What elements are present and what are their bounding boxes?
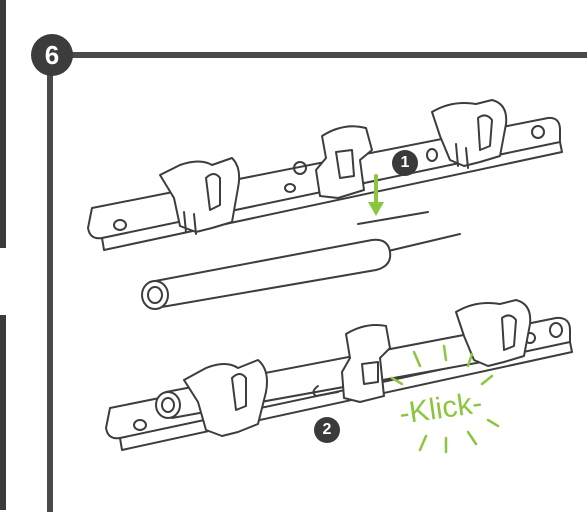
click-sound-label: -Klick-	[397, 386, 484, 430]
insertion-guide-line-2	[384, 234, 460, 252]
loose-rod	[142, 240, 390, 309]
clip-lower-left	[184, 360, 267, 436]
insertion-guide-line-1	[358, 212, 428, 224]
callout-badge-1: 1	[392, 150, 418, 176]
callout-badge-2: 2	[314, 417, 340, 443]
